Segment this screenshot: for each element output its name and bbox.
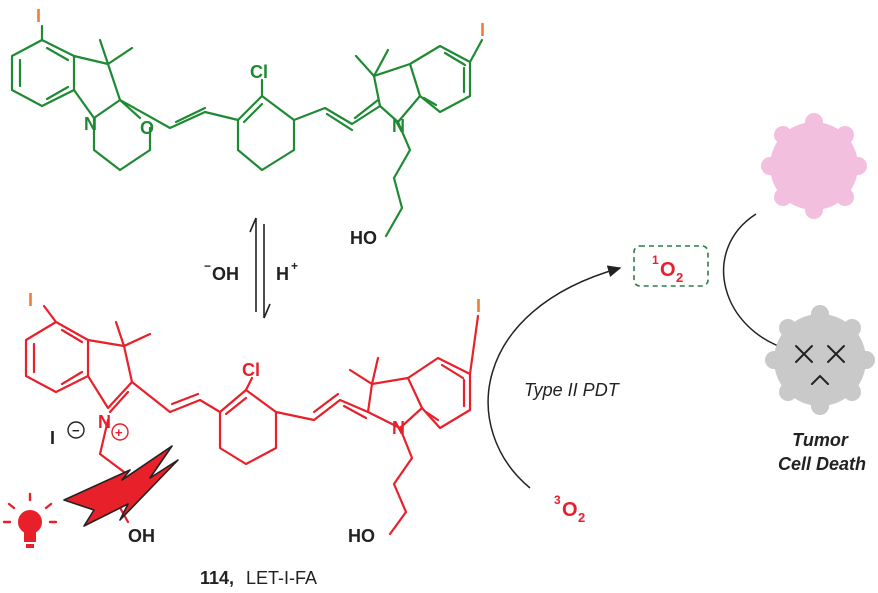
top-nitrogen-right: N (392, 116, 405, 136)
svg-text:O: O (660, 259, 676, 281)
bottom-nitrogen-right: N (392, 418, 405, 438)
singlet-oxygen-box (633, 245, 709, 287)
lightning-bolt-icon (63, 445, 179, 527)
top-structure-bonds (10, 24, 484, 238)
top-chloro: Cl (250, 62, 268, 82)
acid-charge: + (291, 259, 298, 273)
top-oxygen-ring: O (140, 118, 154, 138)
cell-death-line1: Tumor (792, 430, 849, 450)
singlet-oxygen: 1 O 2 (633, 245, 709, 287)
base-charge: − (204, 259, 211, 273)
pdt-arc-arrow (487, 265, 622, 489)
pdt-type-label: Type II PDT (524, 380, 621, 400)
iodide-charge: − (67, 421, 85, 439)
bottom-structure-bonds (24, 304, 480, 536)
hydroxyl-left: OH (128, 526, 155, 546)
svg-text:1: 1 (652, 253, 659, 267)
cell-death-caption: Tumor Cell Death (778, 430, 866, 474)
equilibrium-labels: − OH H + (204, 259, 298, 284)
bottom-nitrogen-left: N (98, 412, 111, 432)
bottom-structure-labels: I I Cl N N I OH HO (28, 290, 481, 546)
svg-text:−: − (72, 423, 80, 438)
triplet-oxygen: 3 O 2 (554, 493, 585, 525)
top-iodo-left: I (36, 6, 41, 26)
top-structure-labels: I I Cl N O N HO (36, 6, 485, 248)
equilibrium-arrows (249, 217, 271, 319)
bottom-chloro: Cl (242, 360, 260, 380)
light-bulb-icon (2, 492, 58, 548)
cell-death-line2: Cell Death (778, 454, 866, 474)
top-nitrogen-left: N (84, 114, 97, 134)
bottom-iodo-right: I (476, 296, 481, 316)
svg-text:+: + (115, 425, 123, 440)
healthy-cell-icon (761, 113, 867, 219)
svg-text:O: O (562, 499, 578, 521)
svg-text:3: 3 (554, 493, 561, 507)
dead-cell-icon (765, 305, 875, 415)
bottom-iodo-left: I (28, 290, 33, 310)
compound-number: 114, (200, 568, 234, 588)
acid-label: H (276, 264, 289, 284)
iodide-label: I (50, 428, 55, 448)
base-label: OH (212, 264, 239, 284)
top-hydroxyl: HO (350, 228, 377, 248)
cell-death-arrow (722, 213, 792, 353)
top-iodo-right: I (480, 20, 485, 40)
compound-label: 114, LET-I-FA (200, 568, 317, 588)
svg-text:2: 2 (676, 270, 683, 285)
compound-name: LET-I-FA (246, 568, 317, 588)
cation-charge: + (111, 423, 129, 441)
svg-text:2: 2 (578, 510, 585, 525)
hydroxyl-right: HO (348, 526, 375, 546)
